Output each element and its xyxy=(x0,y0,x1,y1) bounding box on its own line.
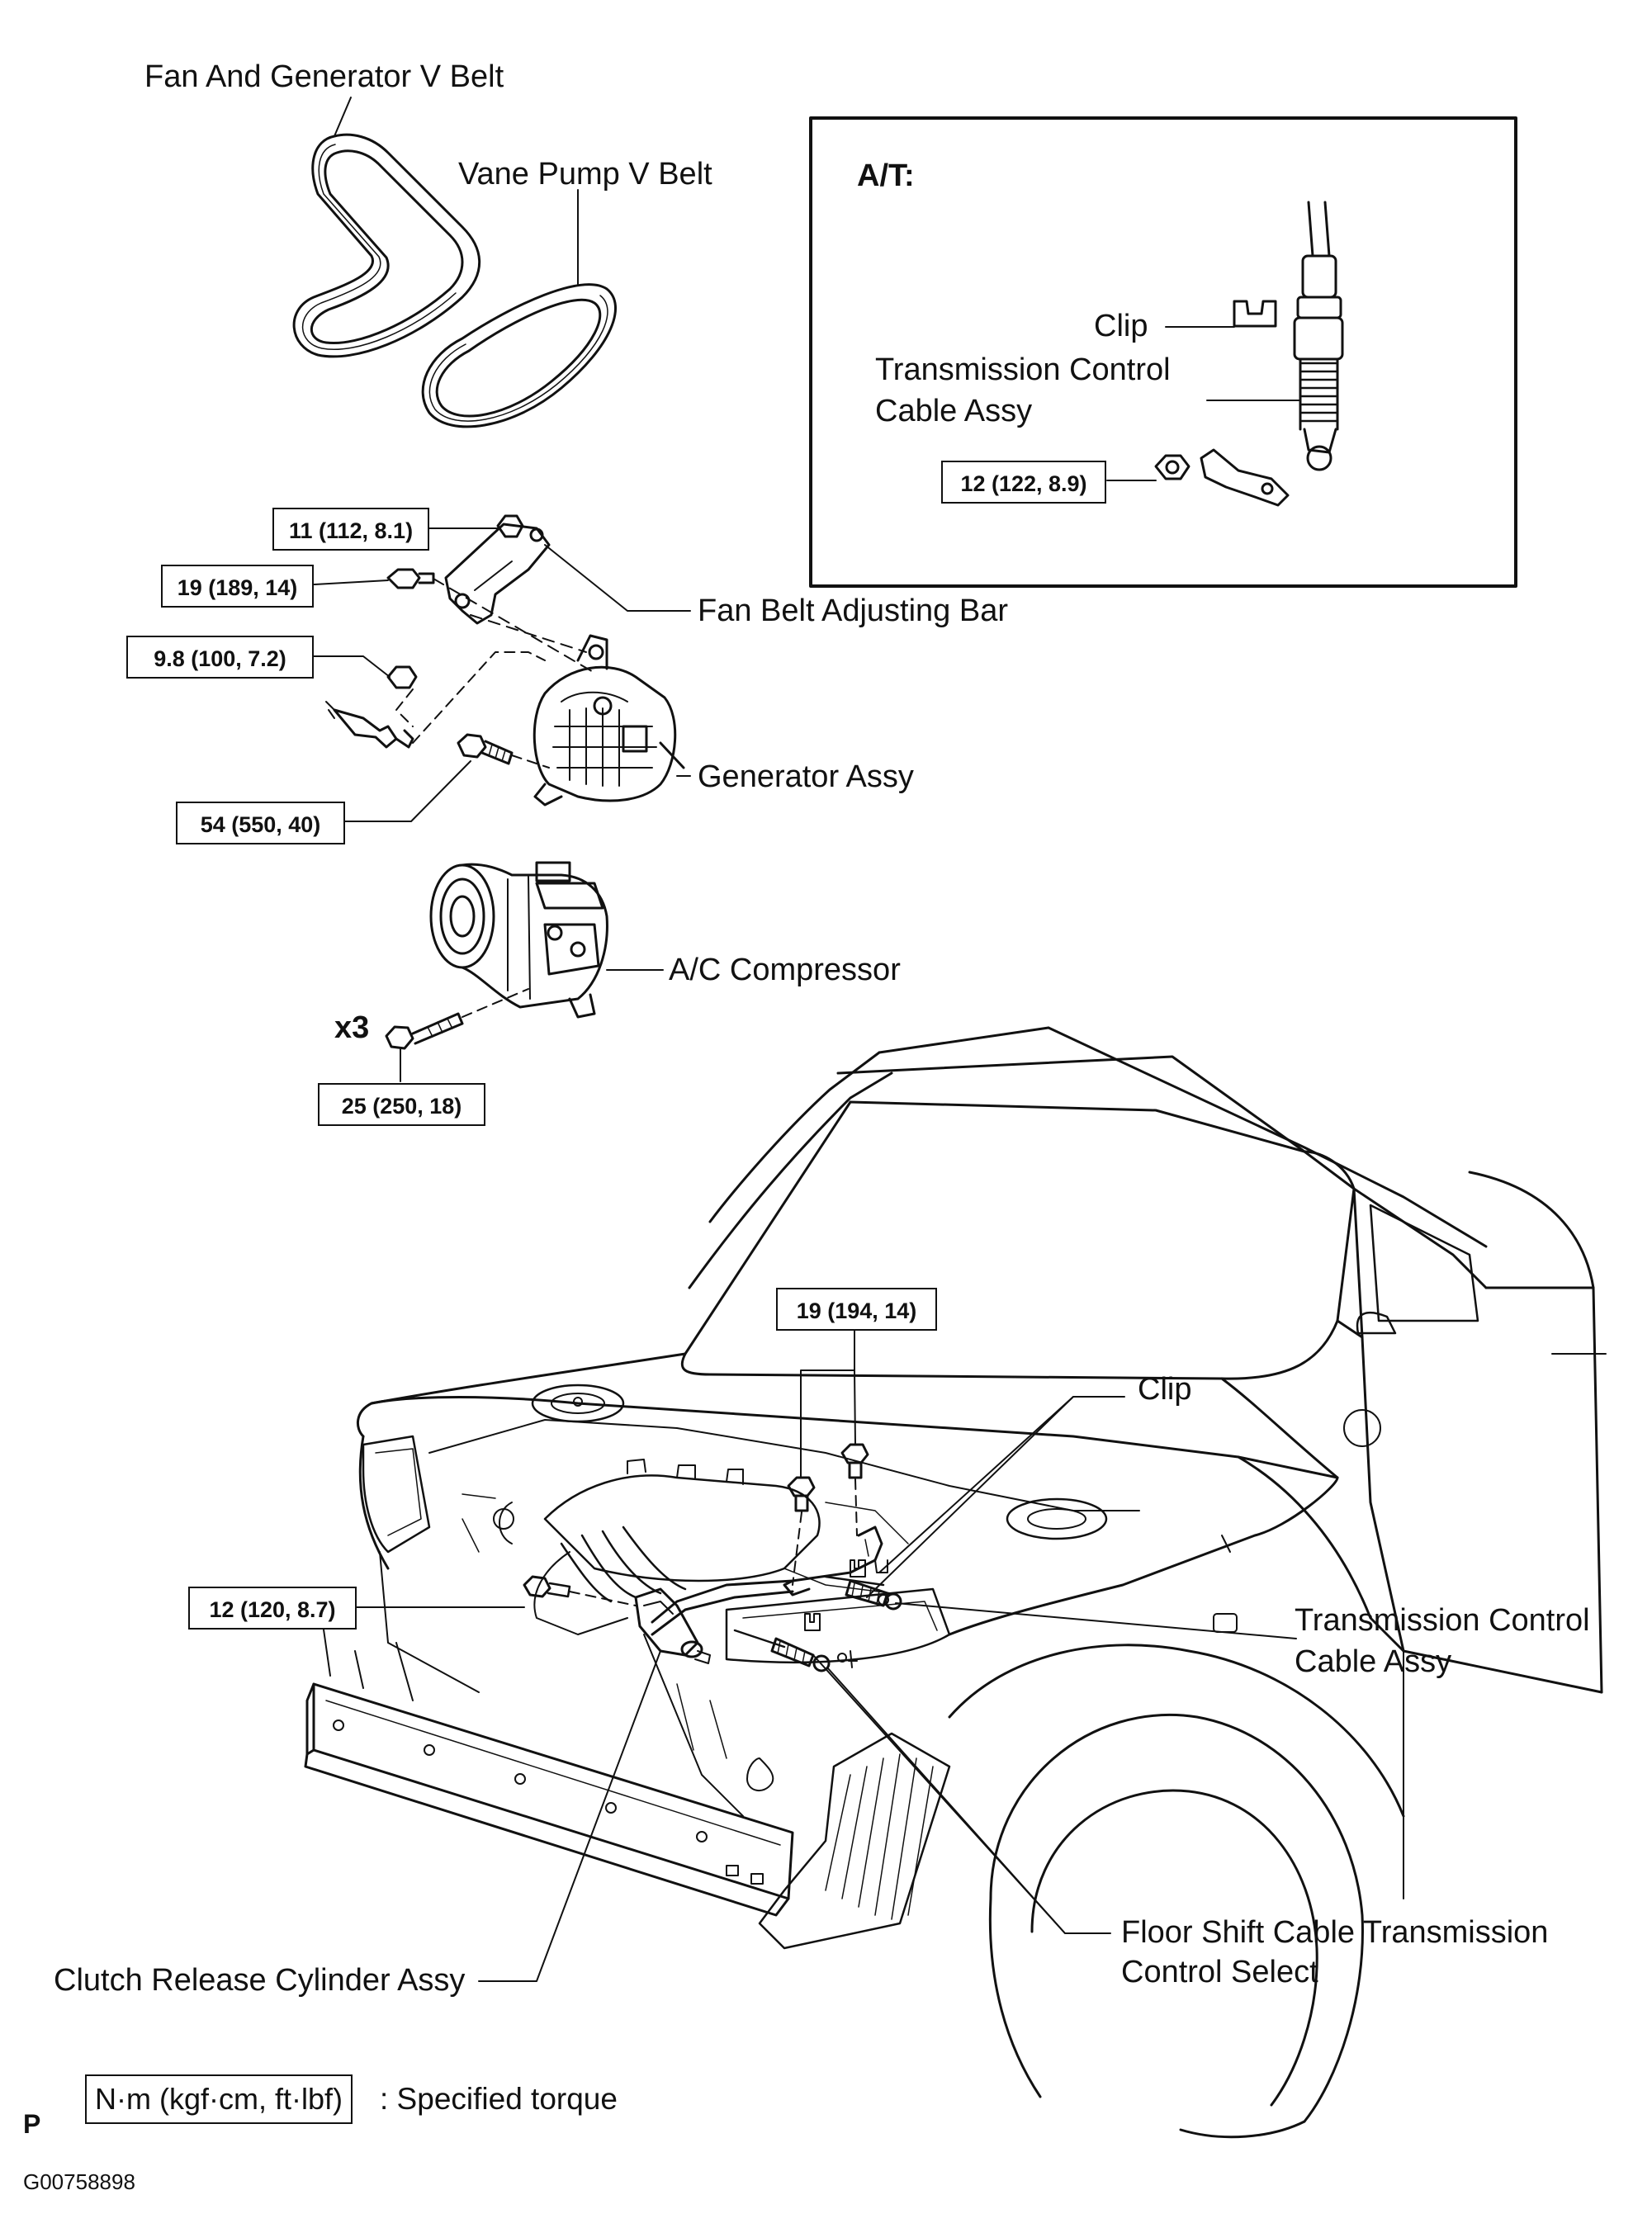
fan-generator-v-belt xyxy=(292,97,481,358)
quantity-x3-label: x3 xyxy=(334,1010,370,1045)
torque-legend-text: : Specified torque xyxy=(380,2082,618,2116)
inset-cable xyxy=(1106,201,1344,507)
floor-shift-cable-label-line2: Control Select xyxy=(1121,1955,1318,1989)
ac-compressor xyxy=(385,861,664,1082)
at-inset-frame xyxy=(809,116,1517,588)
inset-clip-label: Clip xyxy=(1094,309,1148,343)
figure-code: G00758898 xyxy=(23,2169,135,2194)
fan-belt-adjusting-bar xyxy=(313,514,691,674)
inset-torque-box: 12 (122, 8.9) xyxy=(941,461,1106,504)
inset-cable-label-line2: Cable Assy xyxy=(875,394,1033,428)
torque-cable-bracket-bolts: 19 (194, 14) xyxy=(776,1288,937,1331)
torque-compressor-bolt: 25 (250, 18) xyxy=(318,1083,485,1126)
cable-assembly-parts xyxy=(356,1324,1297,1982)
torque-generator-bolt: 54 (550, 40) xyxy=(176,802,345,844)
fan-belt-adjusting-bar-label: Fan Belt Adjusting Bar xyxy=(698,594,1008,628)
torque-adj-bar-nut: 11 (112, 8.1) xyxy=(272,508,429,551)
vane-pump-belt-label: Vane Pump V Belt xyxy=(458,157,712,192)
torque-unit-legend-box: N·m (kgf·cm, ft·lbf) xyxy=(85,2074,353,2124)
page-marker: P xyxy=(23,2109,41,2139)
fan-generator-belt-label: Fan And Generator V Belt xyxy=(144,59,504,94)
inset-cable-label-line1: Transmission Control xyxy=(875,352,1171,387)
ac-compressor-label: A/C Compressor xyxy=(669,953,901,987)
generator-assy-label: Generator Assy xyxy=(698,759,914,794)
transmission-control-cable-label-line2: Cable Assy xyxy=(1295,1644,1452,1679)
torque-cylinder-bolt: 12 (120, 8.7) xyxy=(188,1587,357,1630)
transmission-control-cable-label-line1: Transmission Control xyxy=(1295,1603,1590,1638)
torque-adj-bar-bolt: 19 (189, 14) xyxy=(161,565,314,608)
torque-terminal-nut: 9.8 (100, 7.2) xyxy=(126,636,314,679)
clip-label: Clip xyxy=(1138,1372,1192,1407)
inset-title: A/T: xyxy=(857,158,915,193)
floor-shift-cable-label-line1: Floor Shift Cable Transmission xyxy=(1121,1915,1549,1950)
vane-pump-v-belt xyxy=(421,189,617,428)
vehicle-body xyxy=(304,1026,1607,2139)
generator-assy xyxy=(313,634,691,822)
clutch-release-cylinder-label: Clutch Release Cylinder Assy xyxy=(54,1963,466,1998)
